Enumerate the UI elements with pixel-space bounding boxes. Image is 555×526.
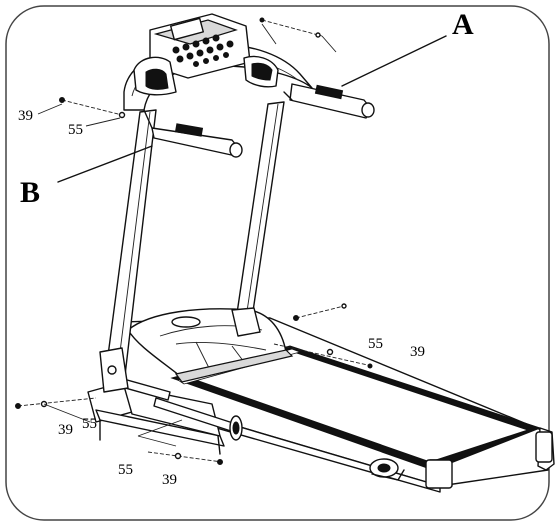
diagram-frame: [5, 5, 550, 521]
label-bolt-right: 39: [410, 344, 425, 360]
label-bolt-bottom-mid: 39: [162, 472, 177, 488]
bolt-icon: [59, 97, 65, 103]
leader-line-a: [341, 35, 447, 87]
label-a: A: [452, 8, 474, 41]
leader-bolt-top-left: [37, 103, 63, 115]
uprights: [99, 101, 285, 393]
label-washer-bottom-mid: 55: [118, 462, 133, 478]
label-bolt-bottom-left: 39: [58, 422, 73, 438]
label-washer-top-left: 55: [68, 122, 83, 138]
label-washer-right: 55: [368, 336, 383, 352]
leader-line-b: [57, 145, 153, 183]
console-keypad: [172, 34, 234, 67]
base-frame: [87, 377, 243, 455]
label-washer-bottom-left: 55: [82, 416, 97, 432]
console-assembly: [123, 13, 375, 158]
washer-icon: [118, 111, 126, 119]
label-b: B: [20, 176, 40, 209]
leader-washer-top-left: [85, 117, 121, 127]
hardware: [15, 17, 373, 465]
label-bolt-top-left: 39: [18, 108, 33, 124]
